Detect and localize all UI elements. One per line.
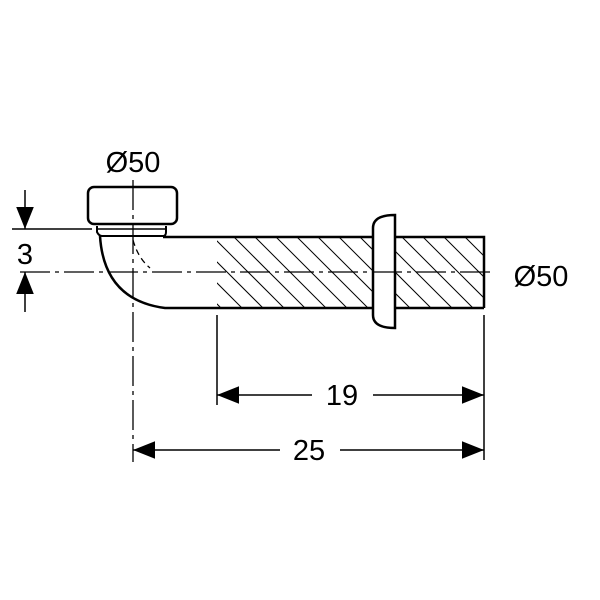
hatch-line — [422, 237, 484, 308]
pipe-top — [163, 235, 486, 308]
outlet-diameter-label: Ø50 — [514, 261, 569, 293]
bend-outer — [98, 235, 484, 310]
pipe-outline — [86, 185, 486, 330]
hatch-line — [464, 237, 484, 308]
inlet-diameter-label: Ø50 — [106, 147, 161, 179]
hatch-line — [217, 237, 243, 308]
centerlines — [20, 180, 495, 462]
dimension-lines — [12, 190, 485, 460]
length-total-label: 25 — [293, 435, 325, 467]
offset-dimension-label: 3 — [17, 239, 33, 271]
hatch-line — [217, 237, 264, 308]
length-short-label: 19 — [326, 380, 358, 412]
cap-ring — [96, 226, 167, 237]
